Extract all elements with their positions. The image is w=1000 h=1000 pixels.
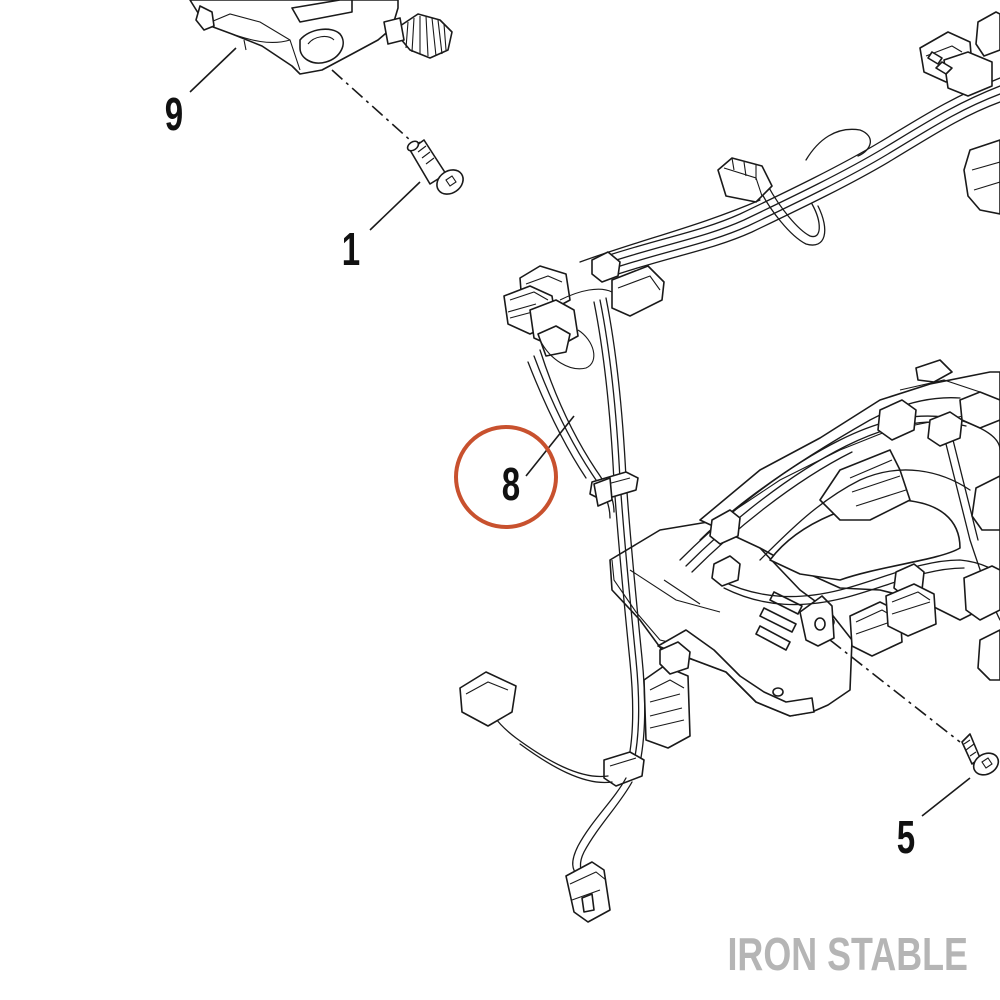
part-1-screw (406, 139, 464, 195)
leader-lines (189, 47, 971, 817)
callouts: 9 1 8 5 (165, 90, 915, 863)
part-9-switch-housing (189, 0, 453, 75)
wire-harness-upper (579, 11, 1000, 277)
callout-9: 9 (165, 90, 183, 140)
part-5-screw (961, 733, 1000, 776)
leader-1 (369, 181, 421, 231)
leader-5 (921, 777, 971, 817)
axis-line-1 (331, 69, 411, 141)
wire-harness-module (679, 391, 1000, 681)
mounting-bracket (609, 519, 853, 717)
callout-8-highlight-ring (454, 425, 558, 529)
callout-1: 1 (342, 225, 360, 275)
watermark: IRON STABLE (727, 929, 968, 980)
central-module (699, 359, 1000, 621)
callout-8: 8 (502, 460, 520, 510)
callout-5: 5 (897, 813, 915, 863)
leader-8 (525, 415, 575, 477)
axis-line-5 (829, 639, 961, 743)
connector-cluster (503, 251, 665, 370)
knurled-knob (383, 13, 453, 59)
wire-harness-branch-8 (459, 297, 691, 923)
leader-9 (189, 47, 237, 93)
